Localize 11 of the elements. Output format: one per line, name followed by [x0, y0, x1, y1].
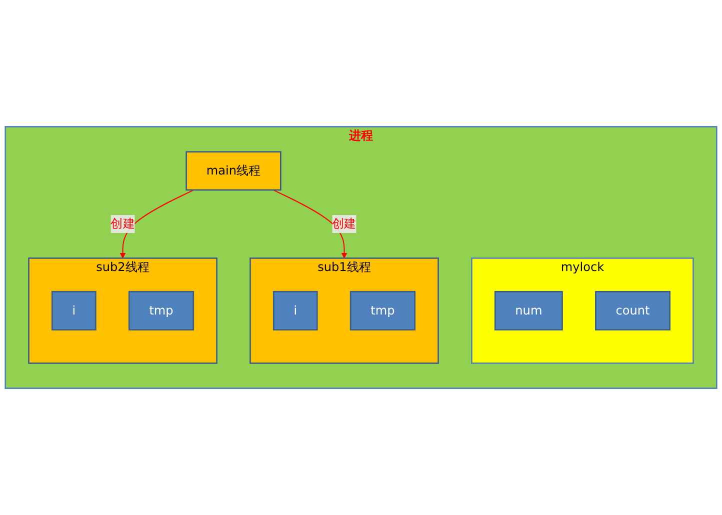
- node-box: i: [52, 290, 96, 330]
- node-box: tmp: [350, 290, 416, 330]
- node-box: tmp: [128, 290, 194, 330]
- arrow: [120, 189, 194, 258]
- node-box: i: [272, 290, 318, 330]
- edge-label: 创建: [110, 217, 135, 232]
- node-box: count: [595, 290, 670, 330]
- node-box: main线程: [186, 151, 282, 191]
- node-box: num: [494, 290, 563, 330]
- arrow: [272, 189, 348, 258]
- edge-label: 创建: [332, 217, 356, 232]
